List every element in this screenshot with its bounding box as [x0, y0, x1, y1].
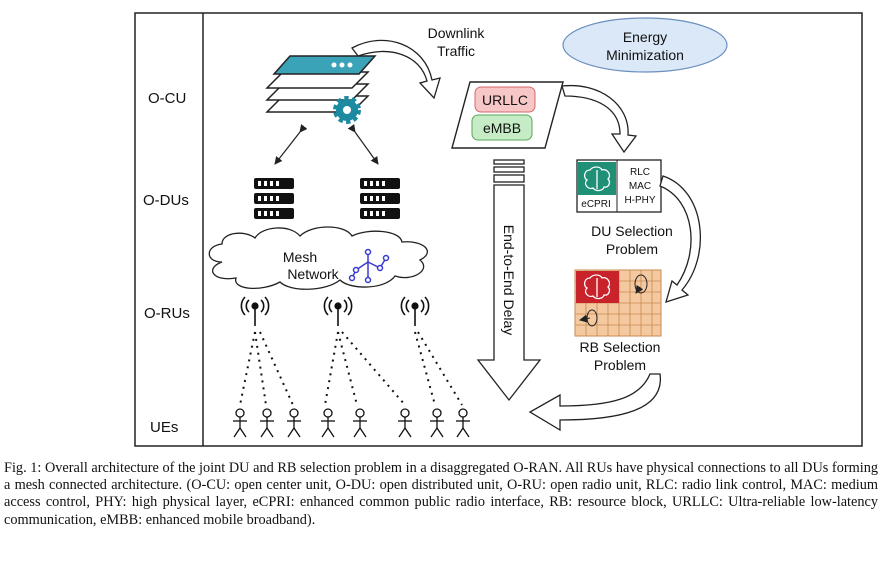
ocu-server-icon [265, 55, 377, 124]
du-selection-line1: DU Selection [591, 223, 673, 239]
architecture-diagram: O-CU O-DUs O-RUs UEs [134, 12, 863, 447]
rb-arrow [659, 175, 701, 303]
radio-unit-icon-1 [240, 296, 270, 326]
radio-unit-icon-2 [323, 296, 353, 326]
cu-du-link-right [347, 123, 379, 165]
downlink-label-line2: Traffic [437, 43, 475, 59]
du-server-icon-right [360, 178, 400, 219]
ue-icon [233, 408, 247, 438]
energy-label-line1: Energy [623, 29, 667, 45]
mesh-network-cloud: Mesh Network [208, 226, 428, 290]
ue-icon [456, 408, 470, 438]
row-label-ues: UEs [150, 419, 178, 436]
energy-ellipse [562, 17, 728, 73]
mesh-network-icon [348, 248, 390, 284]
mesh-label-line2: Network [287, 266, 339, 282]
du-selection-line2: Problem [606, 241, 658, 257]
ue-icon [353, 408, 367, 438]
rb-selection-line1: RB Selection [580, 339, 661, 355]
ue-return-arrow [528, 373, 661, 432]
downlink-arrow [351, 39, 441, 100]
rb-grid [574, 269, 662, 337]
gear-icon [333, 96, 361, 124]
row-label-orus: O-RUs [144, 305, 190, 322]
cu-du-link-left [274, 124, 308, 165]
ue-icon [430, 408, 444, 438]
ue-icon [287, 408, 301, 438]
ue-icon [398, 408, 412, 438]
mesh-label-line1: Mesh [283, 249, 317, 265]
urllc-badge [474, 86, 536, 113]
embb-label: eMBB [483, 120, 521, 136]
downlink-label-line1: Downlink [428, 25, 486, 41]
row-label-odus: O-DUs [143, 192, 189, 209]
hphy-label: H-PHY [624, 195, 655, 206]
outer-frame [134, 12, 863, 447]
delay-label: End-to-End Delay [501, 225, 517, 336]
mac-label: MAC [629, 181, 651, 192]
embb-badge [471, 114, 533, 141]
ue-icon [321, 408, 335, 438]
ecpri-label: eCPRI [581, 199, 610, 210]
row-label-ocu: O-CU [148, 90, 186, 107]
du-arrow [561, 84, 638, 154]
urllc-label: URLLC [482, 92, 528, 108]
ue-icon [260, 408, 274, 438]
ue-icons [233, 408, 470, 438]
rlc-label: RLC [630, 167, 650, 178]
du-function-box: eCPRI RLC MAC H-PHY [576, 159, 662, 213]
end-to-end-delay-arrow [476, 159, 542, 402]
wireless-links [239, 331, 463, 406]
rb-selection-line2: Problem [594, 357, 646, 373]
figure-caption: Fig. 1: Overall architecture of the join… [4, 460, 878, 528]
du-server-icon-left [254, 178, 294, 219]
energy-label-line2: Minimization [606, 47, 684, 63]
radio-unit-icon-3 [400, 296, 430, 326]
